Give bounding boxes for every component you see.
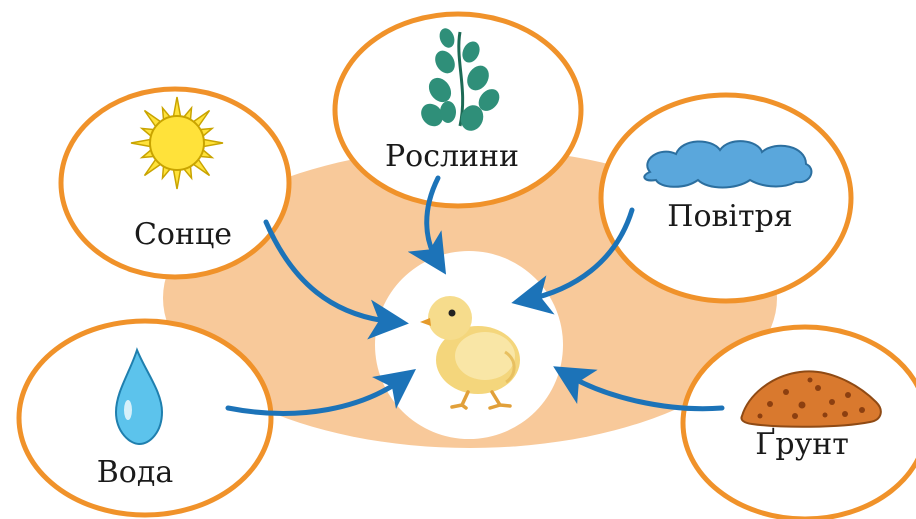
node-label-air: Повітря	[667, 199, 792, 234]
cloud-icon	[643, 140, 813, 189]
chick-icon	[420, 296, 520, 410]
node-plants: Рослини	[332, 11, 584, 209]
node-sun: Сонце	[58, 86, 292, 280]
node-label-soil: Ґрунт	[755, 427, 849, 462]
soil-pile-icon	[740, 370, 882, 428]
node-label-water: Вода	[97, 455, 174, 490]
node-water: Вода	[16, 318, 274, 518]
arrow-air-to-center	[511, 207, 635, 315]
node-air: Повітря	[598, 92, 854, 304]
arrow-water-to-center	[225, 369, 417, 416]
arrow-plants-to-center	[407, 175, 447, 275]
node-soil: Ґрунт	[680, 324, 916, 519]
arrow-sun-to-center	[263, 219, 409, 340]
water-drop-icon	[114, 347, 164, 446]
node-label-sun: Сонце	[134, 217, 232, 252]
arrow-soil-to-center	[553, 366, 725, 412]
node-label-plants: Рослини	[385, 139, 519, 174]
plant-icon	[421, 28, 500, 131]
sun-icon	[130, 96, 224, 190]
